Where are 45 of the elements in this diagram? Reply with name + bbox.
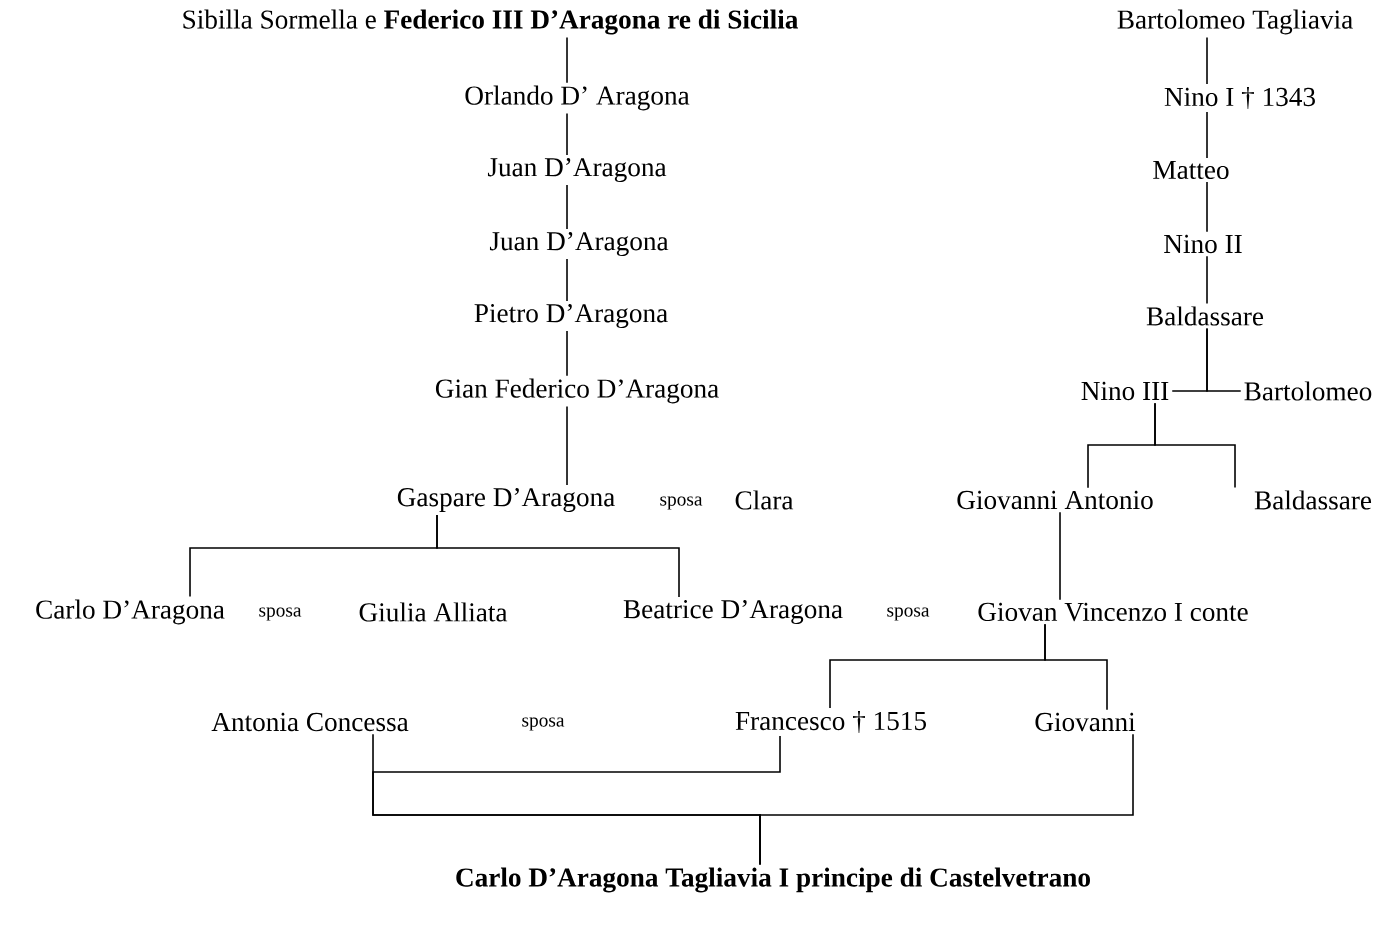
lineage-line <box>566 330 568 377</box>
person-name: Pietro D’Aragona <box>474 304 668 328</box>
person-name: Nino I † 1343 <box>1164 86 1315 110</box>
lineage-line <box>566 112 568 156</box>
lineage-line <box>566 184 568 230</box>
lineage-line <box>1044 623 1108 711</box>
person-name: Gaspare D’Aragona <box>397 488 615 512</box>
lineage-line <box>1154 402 1236 489</box>
lineage-line <box>436 514 680 598</box>
person-name: Baldassare <box>1146 306 1264 326</box>
lineage-line <box>1059 511 1061 601</box>
person-name: Juan D’Aragona <box>487 158 667 182</box>
person-name: Francesco † 1515 <box>735 710 926 734</box>
lineage-line <box>1206 181 1208 233</box>
person-name: Carlo D’Aragona Tagliavia I principe di Castelvetrano <box>456 867 1090 893</box>
person-name: Orlando D’ Aragona <box>465 85 690 111</box>
person-name: Giovan Vincenzo I conte <box>978 602 1248 622</box>
spouse-note: sposa <box>660 496 703 510</box>
spouse-note: sposa <box>887 607 930 621</box>
person-name: Giulia Alliata <box>359 602 508 622</box>
person-name: Giovanni Antonio <box>957 490 1153 510</box>
person-name: Nino II <box>1164 234 1242 254</box>
lineage-line <box>566 36 568 84</box>
person-name: Carlo D’Aragona <box>36 599 225 625</box>
spouse-note: sposa <box>522 717 565 731</box>
person-name: Baldassare <box>1254 490 1372 510</box>
person-name: Antonia Concessa <box>211 712 409 732</box>
person-name: Bartolomeo <box>1244 381 1372 401</box>
person-name: Bartolomeo Tagliavia <box>1117 9 1353 35</box>
lineage-line <box>1206 111 1208 159</box>
person-name: Nino III <box>1081 381 1169 401</box>
person-name: Gian Federico D’Aragona <box>435 378 719 404</box>
person-name: Sibilla Sormella e Federico III D’Aragona re di Sicilia <box>183 9 798 35</box>
lineage-line <box>566 258 568 302</box>
spouse-note: sposa <box>259 607 302 621</box>
lineage-line <box>566 405 568 486</box>
person-name: Beatrice D’Aragona <box>623 600 843 624</box>
person-name: Giovanni <box>1035 712 1136 732</box>
lineage-line <box>759 733 1134 866</box>
person-name: Juan D’Aragona <box>489 232 669 256</box>
lineage-line <box>1206 327 1242 392</box>
person-name: Matteo <box>1153 160 1229 180</box>
lineage-line <box>1206 255 1208 305</box>
person-name: Clara <box>735 490 794 510</box>
lineage-line <box>1206 36 1208 85</box>
